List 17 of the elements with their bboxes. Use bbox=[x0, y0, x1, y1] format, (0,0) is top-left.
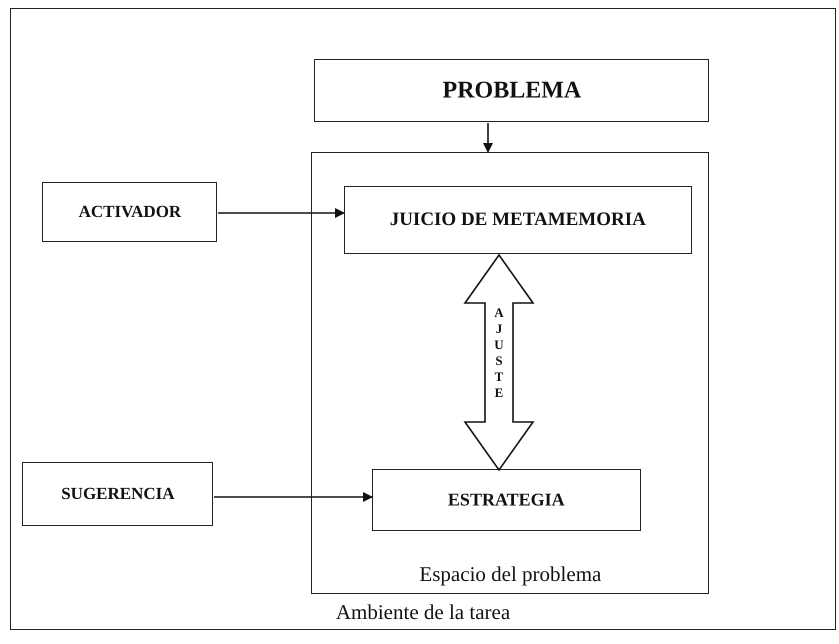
region-frame bbox=[311, 152, 710, 594]
box-label: JUICIO DE METAMEMORIA bbox=[390, 208, 646, 231]
arrow bbox=[218, 208, 345, 218]
process-box bbox=[22, 462, 214, 526]
process-box bbox=[344, 186, 692, 254]
environment-frame bbox=[10, 8, 836, 630]
process-box bbox=[314, 59, 710, 122]
box-label: ESTRATEGIA bbox=[448, 489, 565, 510]
process-box bbox=[42, 182, 218, 242]
box-label: SUGERENCIA bbox=[61, 484, 175, 504]
box-label: ACTIVADOR bbox=[78, 202, 182, 222]
box-label: Ambiente de la tarea bbox=[336, 600, 510, 625]
process-box bbox=[372, 468, 641, 531]
box-label: PROBLEMA bbox=[442, 77, 582, 104]
arrow bbox=[483, 123, 493, 153]
box-label: Espacio del problema bbox=[419, 562, 602, 588]
arrow bbox=[214, 492, 373, 502]
